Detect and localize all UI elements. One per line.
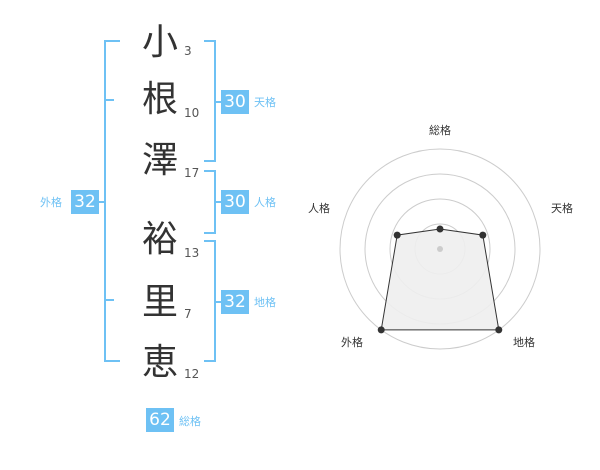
stroke-count-2: 10: [184, 106, 200, 120]
radar-chart: 総格 天格 地格 外格 人格: [308, 123, 573, 350]
name-char-5: 里: [141, 282, 178, 323]
jinkaku-label: 人格: [254, 196, 276, 209]
radar-point-3: [495, 326, 503, 334]
radar-points: [377, 225, 503, 334]
chikaku-connector: [214, 301, 222, 303]
chikaku-label: 地格: [254, 296, 276, 309]
radar-point-5: [393, 231, 401, 239]
radar-point-2: [479, 231, 487, 239]
gaikaku-bracket-tick-2: [104, 299, 114, 301]
name-chart: 小 3 根 10 澤 17 裕 13 里 7 恵 12 30 天格 30 人格 …: [40, 22, 276, 432]
jinkaku-badge: 30: [221, 190, 249, 214]
name-char-2: 根: [141, 79, 178, 120]
jinkaku-connector: [214, 201, 222, 203]
gaikaku-bracket-tick-1: [104, 99, 114, 101]
tenkaku-connector: [214, 101, 222, 103]
stroke-count-5: 7: [184, 307, 192, 321]
tenkaku-badge: 30: [221, 90, 249, 114]
stroke-count-3: 17: [184, 166, 200, 180]
radar-ring-4: [339, 148, 541, 350]
gaikaku-connector: [98, 201, 106, 203]
stroke-count-4: 13: [184, 246, 200, 260]
tenkaku-label: 天格: [254, 96, 276, 109]
radar-point-1: [436, 225, 444, 233]
radar-center-dot: [437, 246, 443, 252]
radar-label-soukaku: 総格: [429, 123, 451, 137]
radar-label-chikaku: 地格: [513, 335, 535, 349]
soukaku-label: 総格: [179, 415, 201, 428]
name-char-3: 澤: [141, 140, 178, 181]
stroke-count-1: 3: [184, 44, 192, 58]
radar-area: [380, 228, 500, 331]
chikaku-badge: 32: [221, 290, 249, 314]
name-char-6: 恵: [141, 342, 178, 383]
radar-label-gaikaku: 外格: [341, 335, 363, 349]
gaikaku-label: 外格: [40, 196, 62, 209]
radar-point-4: [377, 326, 385, 334]
gaikaku-bracket: [104, 40, 120, 362]
soukaku-badge: 62: [146, 408, 174, 432]
name-char-1: 小: [141, 22, 178, 63]
stroke-count-6: 12: [184, 367, 200, 381]
radar-label-tenkaku: 天格: [551, 201, 573, 215]
name-char-4: 裕: [141, 219, 178, 260]
gaikaku-badge: 32: [71, 190, 99, 214]
radar-label-jinkaku: 人格: [308, 201, 330, 215]
